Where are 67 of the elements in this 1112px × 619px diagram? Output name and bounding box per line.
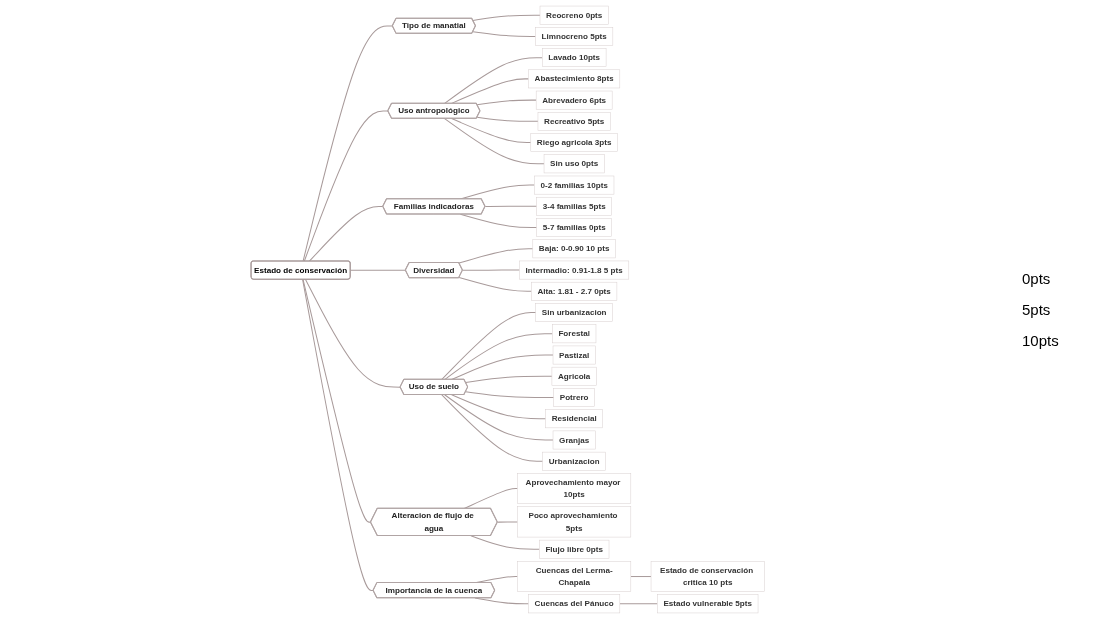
node-box: Pastizal (553, 345, 596, 365)
connector (460, 213, 538, 229)
connector (444, 57, 544, 104)
connector (464, 488, 519, 509)
connector (451, 354, 554, 381)
connector (304, 110, 389, 262)
connector (458, 277, 533, 292)
connector (350, 269, 407, 271)
node-box: Abastecimiento 8pts (528, 69, 621, 89)
node-box: 0-2 familias 10pts (534, 175, 615, 195)
connector (476, 99, 537, 106)
node-box: Riego agricola 3pts (530, 133, 619, 152)
node-box: Flujo libre 0pts (539, 539, 610, 559)
connector (472, 31, 537, 37)
connector (444, 333, 554, 381)
connector (474, 597, 530, 605)
node-box: 3-4 familias 5pts (536, 196, 613, 216)
node-box: Cuencas del Pánuco (528, 594, 621, 614)
node-box: Sin urbanizacion (535, 303, 614, 322)
connector (497, 521, 519, 523)
node-box: Forestal (552, 324, 597, 344)
connector (302, 25, 394, 262)
connector (470, 535, 541, 550)
connector (451, 118, 532, 144)
connector (630, 576, 652, 578)
score-note: 0pts (1022, 270, 1052, 287)
connector (444, 394, 554, 441)
node-box: Urbanizacion (542, 451, 607, 471)
node-box: Potrero (553, 388, 596, 407)
connector (305, 278, 402, 388)
connector (451, 394, 547, 420)
node-box: Alta: 1.81 - 2.7 0pts (531, 281, 618, 301)
node-box: Sin uso 0pts (544, 154, 605, 174)
connector (309, 206, 384, 262)
connector (476, 116, 539, 122)
node-box: Agricola (551, 366, 597, 386)
connector (465, 391, 555, 398)
connector (441, 312, 537, 381)
node-box: Recreativo 5pts (538, 112, 611, 131)
node-box: Cuencas del Lerma-Chapala (517, 561, 632, 592)
connector (462, 269, 521, 271)
connector (302, 278, 375, 591)
node-box: Limnocreno 5pts (535, 27, 614, 46)
node-box: Residencial (545, 409, 604, 429)
node-box: Poco aprovechamiento 5pts (517, 506, 632, 538)
score-note: 5pts (1022, 301, 1052, 318)
connector (441, 394, 544, 462)
node-box: Baja: 0-0.90 10 pts (532, 239, 617, 259)
node-box: Reocreno 0pts (540, 5, 609, 25)
node-box: Granjas (553, 430, 596, 450)
connector (458, 248, 534, 264)
connector (485, 205, 538, 208)
connector (619, 603, 659, 605)
connector (444, 118, 545, 165)
node-box: Abrevadero 6pts (536, 90, 613, 110)
node-box: Lavado 10pts (542, 48, 607, 67)
score-note: 10pts (1022, 332, 1060, 349)
connector (465, 375, 553, 384)
node-box: Estado de conservación critica 10 pts (651, 561, 765, 592)
node-box: Estado vulnerable 5pts (657, 594, 759, 614)
connector (460, 184, 536, 200)
node-box: Intermadio: 0.91-1.8 5 pts (519, 260, 630, 280)
connector (451, 78, 530, 104)
connector (302, 278, 372, 523)
node-box: 5-7 familias 0pts (536, 218, 613, 237)
connector (472, 14, 541, 21)
node-box: Aprovechamiento mayor 10pts (517, 473, 632, 504)
